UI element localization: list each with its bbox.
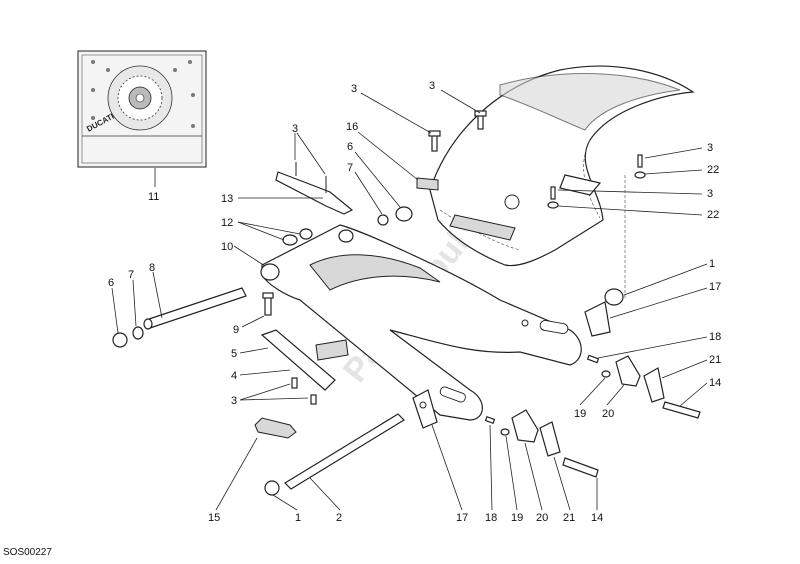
- callout-3: 3: [707, 188, 713, 200]
- callout-11: 11: [148, 191, 159, 203]
- callout-1: 1: [295, 512, 301, 524]
- bush-6-left: [112, 332, 128, 348]
- callout-5: 5: [231, 348, 237, 360]
- fender-screws: [416, 110, 646, 209]
- callout-19: 19: [511, 512, 523, 524]
- chain-adjuster-right: [586, 354, 701, 419]
- spacer-7-left: [132, 326, 144, 340]
- wheel-axle-2: [264, 413, 405, 496]
- callout-14: 14: [709, 377, 721, 389]
- callout-20: 20: [602, 408, 614, 420]
- washer-12a: [282, 234, 298, 246]
- bush-1-right: [604, 288, 624, 306]
- chain-adjuster-lower: [484, 409, 599, 478]
- callout-17: 17: [709, 281, 721, 293]
- callout-21: 21: [563, 512, 575, 524]
- callout-8: 8: [149, 262, 155, 274]
- callout-18: 18: [709, 331, 721, 343]
- chain-guide-upper: [275, 162, 354, 215]
- spacer-7-upper: [377, 214, 389, 226]
- callout-21: 21: [709, 354, 721, 366]
- washer-12b: [299, 228, 313, 240]
- callout-3: 3: [429, 80, 435, 92]
- callout-6: 6: [108, 277, 114, 289]
- rear-mudguard: [429, 65, 695, 267]
- callout-1: 1: [709, 258, 715, 270]
- callout-14: 14: [591, 512, 603, 524]
- screw-9: [262, 292, 274, 316]
- callout-3: 3: [292, 123, 298, 135]
- callout-22: 22: [707, 164, 719, 176]
- callout-3: 3: [231, 395, 237, 407]
- leader-lines: [111, 89, 708, 511]
- callout-18: 18: [485, 512, 497, 524]
- bush-6-upper: [395, 206, 413, 222]
- callout-13: 13: [221, 193, 233, 205]
- callout-4: 4: [231, 370, 237, 382]
- swingarm: [260, 224, 582, 421]
- callout-7: 7: [347, 162, 353, 174]
- callout-16: 16: [346, 121, 358, 133]
- callout-3: 3: [351, 83, 357, 95]
- inset-sprocket-box: DUCATI: [77, 50, 207, 168]
- chain-slider-5-4: [260, 329, 349, 405]
- callout-7: 7: [128, 269, 134, 281]
- callout-labels: 3 3 3 16 6 7 3 22 3 22 13 12 10 11 6 7 8…: [108, 80, 721, 524]
- callout-2: 2: [336, 512, 342, 524]
- callout-10: 10: [221, 241, 233, 253]
- callout-3: 3: [707, 142, 713, 154]
- bracket-17-lower: [412, 389, 438, 429]
- callout-15: 15: [208, 512, 220, 524]
- callout-12: 12: [221, 217, 233, 229]
- callout-22: 22: [707, 209, 719, 221]
- pivot-shaft-8: [143, 287, 247, 330]
- callout-9: 9: [233, 324, 239, 336]
- drawing-code: SOS00227: [3, 547, 52, 558]
- callout-17: 17: [456, 512, 468, 524]
- callout-19: 19: [574, 408, 586, 420]
- callout-6: 6: [347, 141, 353, 153]
- bracket-17-right: [584, 301, 611, 337]
- callout-20: 20: [536, 512, 548, 524]
- chain-slider-15: [254, 417, 297, 439]
